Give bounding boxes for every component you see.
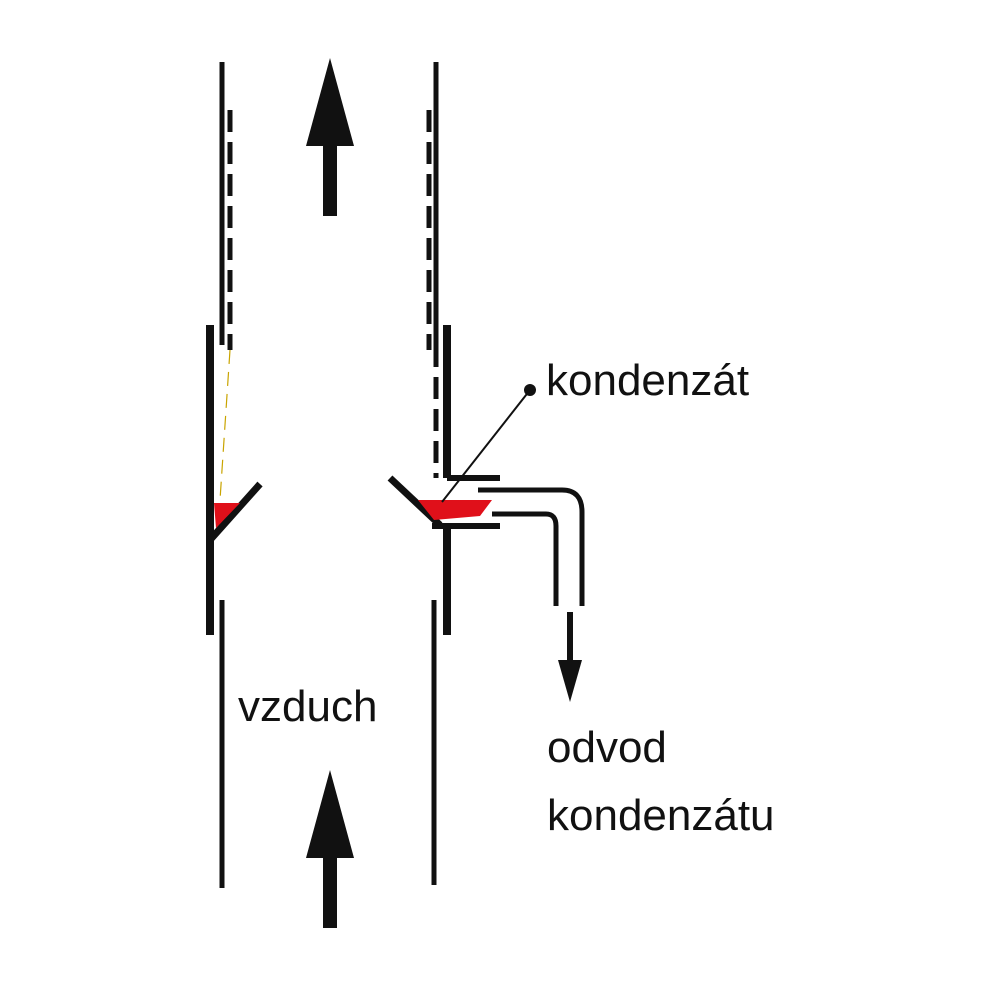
air-flow-arrow-top-head [306,58,354,146]
air-flow-arrow-up-bottom [306,770,354,928]
condensate-leader-line [441,389,531,503]
lower-pipe [219,600,437,888]
upper-pipe-left-liner-fine [219,349,231,501]
air-flow-arrow-bottom-shaft [323,856,337,928]
collector-right-funnel [387,475,443,528]
condensate-pool-left [214,503,240,528]
drain-label-line2: kondenzátu [547,791,775,840]
upper-pipe [219,62,439,501]
air-label: vzduch [238,682,377,731]
collector-left-funnel [207,481,263,543]
condensate-label: kondenzát [546,356,749,405]
condensate-pool-right [418,500,492,520]
drain-tube-inner-wall [492,511,559,606]
air-flow-arrow-bottom-head [306,770,354,858]
condensate-leader-dot [524,384,536,396]
drain-arrow-head [558,660,582,702]
drain-tube [478,487,585,606]
collector-fitting [206,325,500,635]
drain-arrow-shaft [567,612,573,662]
drain-arrow-down [558,612,582,702]
drain-label-line1: odvod [547,723,667,772]
drain-tube-outer-wall [478,487,585,606]
air-flow-arrow-up-top [306,58,354,216]
air-flow-arrow-top-shaft [323,144,337,216]
